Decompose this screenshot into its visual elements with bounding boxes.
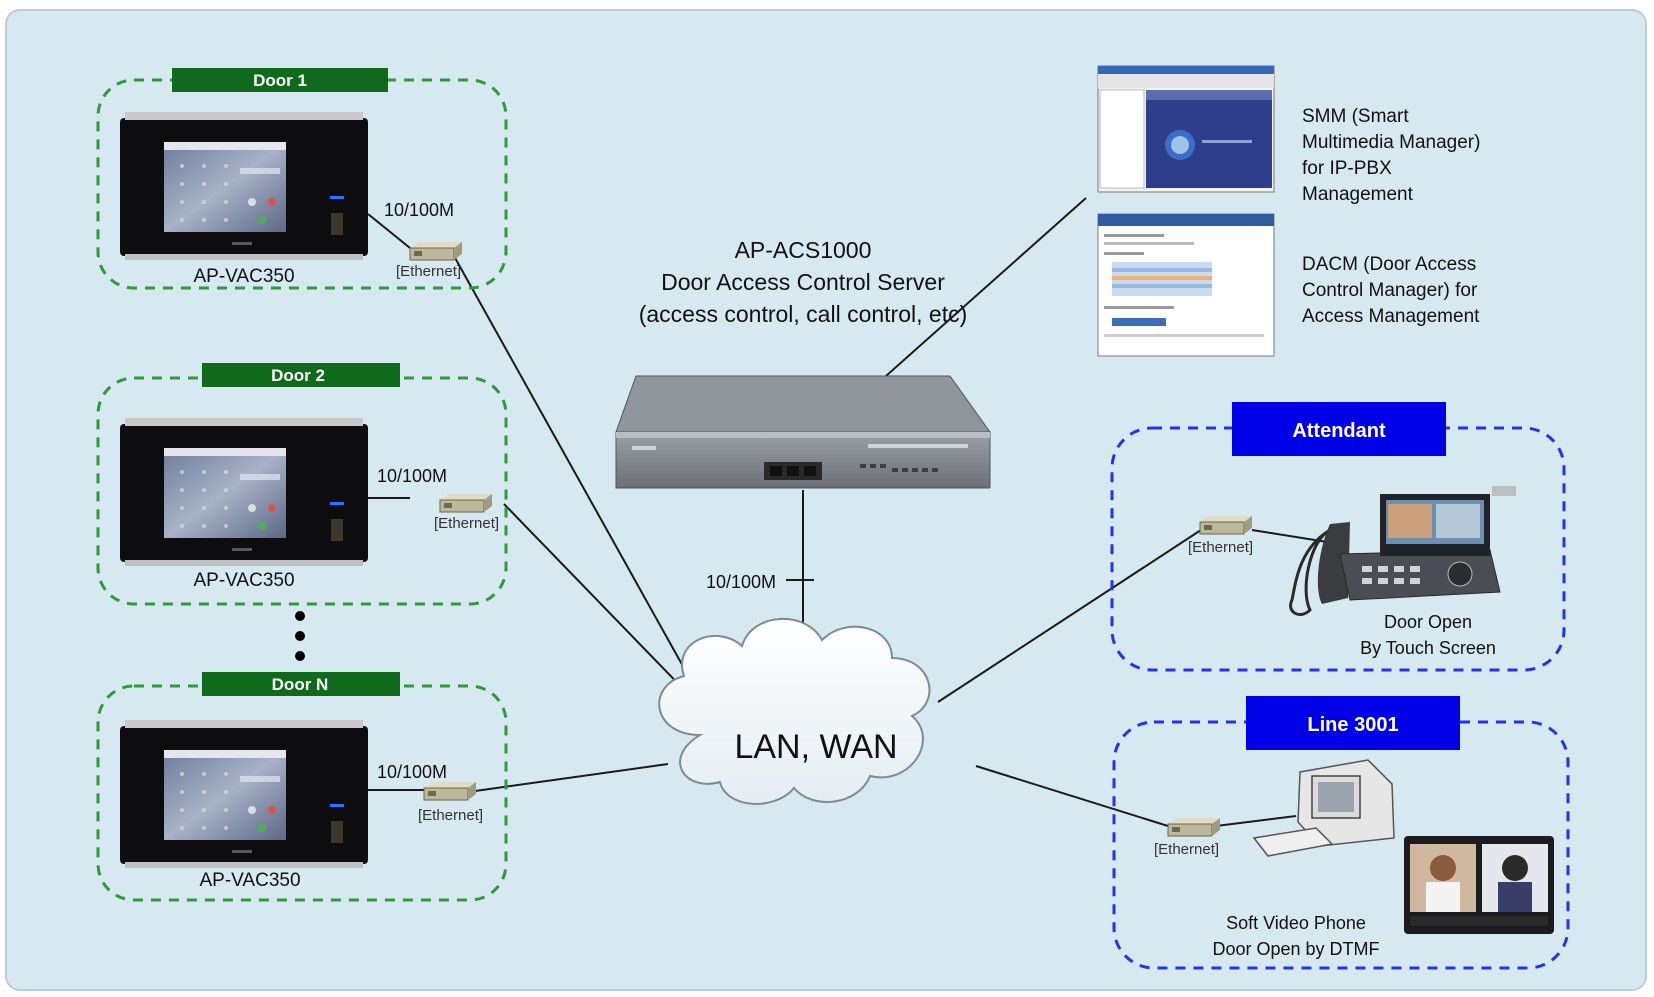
dacm-screenshot-icon bbox=[1097, 213, 1275, 357]
door-n-tablet-icon bbox=[120, 720, 368, 868]
door-n-ethernet-icon bbox=[423, 781, 477, 801]
server-model: AP-ACS1000 bbox=[735, 237, 872, 263]
attendant-label-box bbox=[1232, 402, 1446, 456]
door-n-ethernet: [Ethernet] bbox=[418, 807, 483, 824]
server-icon bbox=[615, 375, 991, 489]
smm-line-4: Management bbox=[1302, 184, 1414, 205]
door-1-title: Door 1 bbox=[253, 71, 307, 90]
line-3001-ethernet: [Ethernet] bbox=[1154, 841, 1219, 858]
door-2-tablet-icon bbox=[120, 418, 368, 566]
more-doors-ellipsis bbox=[295, 611, 305, 661]
dacm-line-1: DACM (Door Access bbox=[1302, 254, 1476, 275]
door-n-label-box bbox=[202, 672, 400, 696]
door-1-label-box bbox=[172, 68, 388, 92]
line-3001-caption-2: Door Open by DTMF bbox=[1212, 939, 1379, 959]
soft-video-phone-screen-icon bbox=[1404, 836, 1554, 934]
smm-line-1: SMM (Smart bbox=[1302, 106, 1409, 127]
attendant-ethernet: [Ethernet] bbox=[1188, 539, 1253, 556]
door-1-ethernet: [Ethernet] bbox=[396, 263, 461, 280]
attendant-title: Attendant bbox=[1292, 420, 1386, 442]
video-phone-icon bbox=[1289, 486, 1516, 616]
line-3001-ethernet-icon bbox=[1167, 817, 1221, 837]
door-1-tablet-icon bbox=[120, 112, 368, 260]
server-description: (access control, call control, etc) bbox=[639, 301, 968, 327]
server-uplink-speed: 10/100M bbox=[706, 572, 776, 592]
door-1-ethernet-icon bbox=[409, 241, 463, 261]
cloud-icon bbox=[658, 618, 931, 805]
door-2-ethernet: [Ethernet] bbox=[434, 515, 499, 532]
line-3001-title: Line 3001 bbox=[1307, 714, 1398, 736]
line-3001-caption-1: Soft Video Phone bbox=[1226, 913, 1366, 933]
door-2-ethernet-icon bbox=[439, 493, 493, 513]
smm-line-2: Multimedia Manager) bbox=[1302, 132, 1480, 153]
attendant-caption-2: By Touch Screen bbox=[1360, 638, 1496, 658]
door-2-speed: 10/100M bbox=[377, 466, 447, 486]
dacm-line-3: Access Management bbox=[1302, 306, 1480, 327]
door-2-title: Door 2 bbox=[271, 366, 325, 385]
attendant-ethernet-icon bbox=[1199, 515, 1253, 535]
cloud-label: LAN, WAN bbox=[734, 728, 897, 766]
smm-line-3: for IP-PBX bbox=[1302, 158, 1392, 179]
attendant-caption-1: Door Open bbox=[1384, 612, 1472, 632]
computer-icon bbox=[1252, 759, 1395, 857]
smm-screenshot-icon bbox=[1097, 65, 1275, 193]
dacm-line-2: Control Manager) for bbox=[1302, 280, 1478, 301]
line-3001-label-box bbox=[1246, 696, 1460, 750]
door-1-device: AP-VAC350 bbox=[193, 266, 294, 287]
door-n-device: AP-VAC350 bbox=[199, 870, 300, 891]
door-n-title: Door N bbox=[272, 675, 329, 694]
door-n-speed: 10/100M bbox=[377, 762, 447, 782]
door-2-device: AP-VAC350 bbox=[193, 570, 294, 591]
door-2-label-box bbox=[202, 363, 400, 387]
server-name: Door Access Control Server bbox=[661, 269, 945, 295]
door-1-speed: 10/100M bbox=[384, 200, 454, 220]
